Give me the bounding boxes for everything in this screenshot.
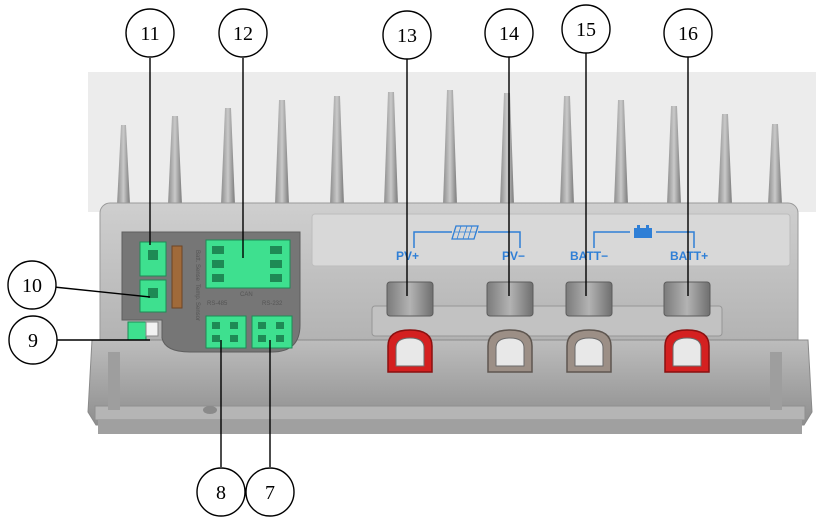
temp-sensor-label: Temp. Sensor	[194, 284, 200, 321]
cable-glands	[386, 281, 711, 317]
can-pins	[212, 246, 282, 282]
gland-bar	[371, 305, 723, 337]
svg-text:15: 15	[576, 19, 596, 41]
svg-text:12: 12	[233, 23, 253, 45]
base-lip	[98, 420, 802, 434]
callout-16: 16	[663, 8, 713, 58]
callout-10: 10	[7, 260, 57, 310]
fin	[768, 124, 782, 205]
rs232-connector	[251, 315, 293, 349]
base-screw	[203, 406, 217, 414]
svg-text:13: 13	[397, 25, 417, 47]
leader-lines	[53, 53, 689, 467]
gland-pv-plus	[386, 281, 434, 317]
fuse-module	[171, 245, 183, 309]
fin	[667, 106, 681, 205]
gland-batt-plus	[663, 281, 711, 317]
fin	[168, 116, 182, 205]
base-rail-left	[108, 352, 120, 410]
rs232-pins	[258, 322, 284, 342]
fin	[560, 96, 574, 205]
controller-base	[87, 339, 813, 426]
svg-text:10: 10	[22, 275, 42, 297]
batt-bracket	[593, 231, 695, 248]
heatsink-fins	[117, 90, 782, 205]
solar-panel-icon	[451, 225, 479, 240]
callout-11: 11	[125, 8, 175, 58]
fin	[443, 90, 457, 205]
fin	[275, 100, 289, 205]
terminal-covers	[387, 329, 710, 373]
cover-pv-plus	[387, 329, 433, 373]
leader-10	[53, 286, 151, 298]
callout-9: 9	[8, 315, 58, 365]
batt-sense-label: Batt. Sense	[194, 250, 200, 282]
fin	[117, 125, 130, 205]
cover-pv-minus	[487, 329, 533, 373]
battery-icon	[634, 225, 652, 238]
rs485-label: RS-485	[207, 301, 228, 307]
batt-sense-socket	[148, 250, 158, 260]
fin	[614, 100, 628, 205]
callout-7: 7	[245, 467, 295, 517]
callout-13: 13	[382, 10, 432, 60]
rs232-label: RS-232	[262, 301, 283, 307]
svg-text:16: 16	[678, 23, 698, 45]
svg-text:14: 14	[499, 23, 519, 45]
cover-batt-plus	[664, 329, 710, 373]
svg-text:9: 9	[28, 330, 38, 352]
callout-15: 15	[561, 4, 611, 54]
callout-14: 14	[484, 8, 534, 58]
fin	[500, 93, 514, 205]
svg-text:11: 11	[140, 23, 159, 45]
pv-bracket	[413, 231, 521, 248]
fin	[221, 108, 235, 205]
batt-minus-label: BATT−	[570, 249, 608, 263]
base-flange	[94, 405, 806, 421]
cover-batt-minus	[566, 329, 612, 373]
callout-12: 12	[218, 8, 268, 58]
fin	[330, 96, 344, 205]
fin	[384, 92, 398, 205]
can-label: CAN	[240, 292, 253, 298]
callouts: 11 12 13 14 15 16 10 9 8 7	[7, 4, 713, 517]
fin	[718, 114, 732, 205]
rs485-pins	[212, 322, 238, 342]
svg-text:8: 8	[216, 482, 226, 504]
batt-plus-label: BATT+	[670, 249, 708, 263]
gland-pv-minus	[486, 281, 534, 317]
dip-switch	[127, 321, 147, 341]
base-rail-right	[770, 352, 782, 410]
dip-switch-cap	[145, 321, 159, 337]
terminal-label-strip	[311, 213, 791, 267]
temp-sensor-socket	[148, 288, 158, 298]
svg-text:7: 7	[265, 482, 275, 504]
callout-8: 8	[196, 467, 246, 517]
gland-batt-minus	[565, 281, 613, 317]
rs485-connector	[205, 315, 247, 349]
pv-minus-label: PV−	[502, 249, 525, 263]
